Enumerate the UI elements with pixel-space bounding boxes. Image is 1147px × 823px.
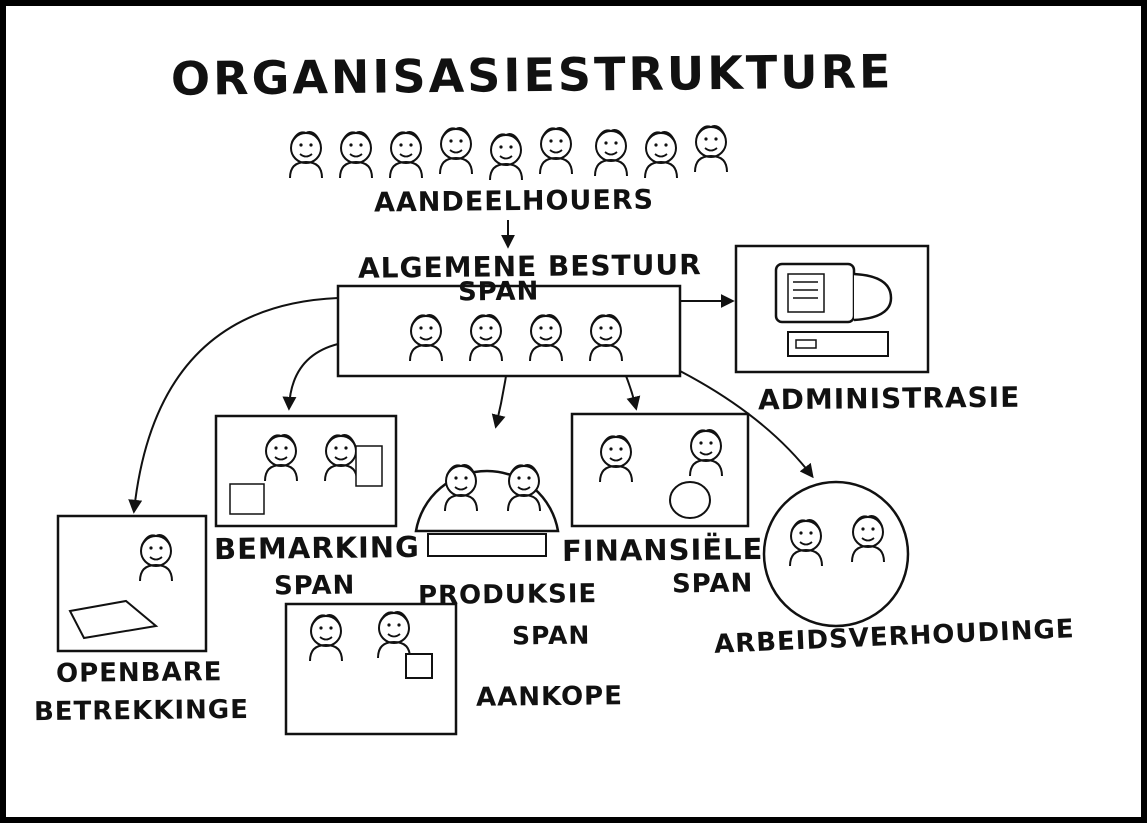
newspaper-icon bbox=[68, 599, 159, 640]
administration-box bbox=[734, 244, 930, 374]
public-relations-box bbox=[56, 514, 208, 653]
arrow-board-financial bbox=[625, 375, 641, 411]
financial-box bbox=[570, 412, 750, 528]
label-shareholders: AANDEELHOUERS bbox=[373, 184, 655, 219]
arrow-board-labour bbox=[679, 370, 814, 479]
shareholders-crowd bbox=[289, 125, 728, 181]
label-board-line2: SPAN bbox=[457, 276, 540, 308]
label-marketing-line2: SPAN bbox=[273, 570, 356, 602]
label-financial-line2: SPAN bbox=[671, 568, 754, 600]
label-administration: ADMINISTRASIE bbox=[757, 380, 1021, 417]
money-bag-icon bbox=[669, 481, 711, 519]
arrow-board-marketing bbox=[282, 343, 339, 411]
conveyor-belt bbox=[427, 533, 547, 557]
financial-people bbox=[599, 429, 723, 519]
marketing-people bbox=[229, 434, 383, 515]
label-public-relations-line1: OPENBARE bbox=[55, 657, 223, 689]
marketing-box bbox=[214, 414, 398, 528]
arrow-board-public-relations bbox=[128, 297, 339, 514]
label-purchasing: AANKOPE bbox=[475, 681, 624, 713]
purchasing-people bbox=[309, 611, 433, 679]
diagram-art bbox=[56, 125, 930, 736]
label-marketing-line1: BEMARKING bbox=[213, 529, 421, 567]
page-title: ORGANISASIESTRUKTURE bbox=[170, 44, 894, 106]
label-public-relations-line2: BETREKKINGE bbox=[33, 694, 250, 728]
label-production-line1: PRODUKSIE bbox=[417, 579, 598, 611]
label-production-line2: SPAN bbox=[511, 620, 591, 651]
public-relations-person bbox=[68, 534, 173, 640]
package-icon bbox=[405, 653, 433, 679]
computer-icon bbox=[774, 262, 893, 357]
arrow-board-production bbox=[491, 375, 507, 429]
labour-relations-circle bbox=[762, 480, 910, 628]
board-box bbox=[336, 284, 682, 378]
purchasing-box bbox=[284, 602, 458, 736]
board-members bbox=[409, 314, 623, 362]
label-financial-line1: FINANSIËLE bbox=[561, 531, 764, 569]
